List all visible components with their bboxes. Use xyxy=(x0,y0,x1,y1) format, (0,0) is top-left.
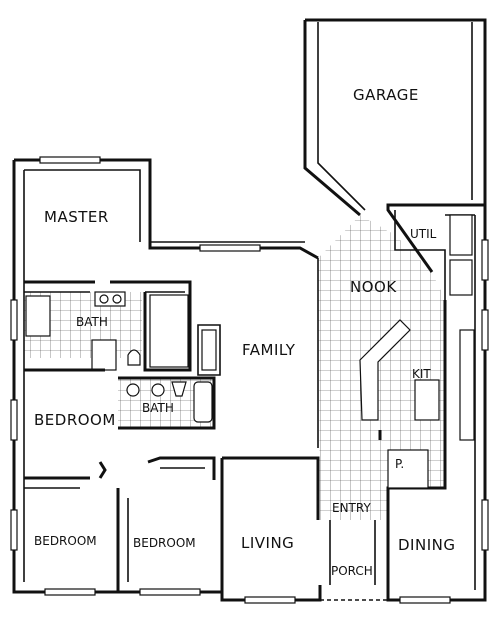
kitchen-island xyxy=(414,379,440,421)
window xyxy=(481,239,489,281)
kitchen-counter xyxy=(359,319,411,421)
room-label-dining: DINING xyxy=(398,536,455,554)
room-label-family: FAMILY xyxy=(242,341,296,359)
tub-surround xyxy=(25,295,51,337)
window xyxy=(44,588,96,596)
room-label-entry: ENTRY xyxy=(332,501,371,515)
window xyxy=(10,399,18,441)
room-label-nook: NOOK xyxy=(350,278,397,296)
window xyxy=(39,156,101,164)
kitchen-tile-floor xyxy=(318,215,445,520)
toilet-1 xyxy=(127,349,141,366)
window xyxy=(481,309,489,351)
room-label-pantry: P. xyxy=(395,457,404,471)
window xyxy=(481,499,489,551)
room-label-garage: GARAGE xyxy=(353,86,419,104)
room-label-util: UTIL xyxy=(410,227,437,241)
room-label-living: LIVING xyxy=(241,534,294,552)
room-label-porch: PORCH xyxy=(331,564,373,578)
toilet-2 xyxy=(171,381,187,397)
room-label-kit: KIT xyxy=(412,367,431,381)
room-label-bedroom2: BEDROOM xyxy=(34,534,97,548)
pantry xyxy=(387,449,429,489)
room-label-bath1: BATH xyxy=(76,315,108,329)
window xyxy=(399,596,451,604)
room-label-bedroom3: BEDROOM xyxy=(133,536,196,550)
window xyxy=(139,588,201,596)
closet-master xyxy=(149,294,189,368)
window xyxy=(244,596,296,604)
tub-2 xyxy=(193,381,213,423)
room-label-bath2: BATH xyxy=(142,401,174,415)
kitchen-counter-right xyxy=(459,329,475,441)
room-label-bedroom1: BEDROOM xyxy=(34,411,116,429)
exterior-walls xyxy=(12,158,487,602)
window xyxy=(10,299,18,341)
room-label-master: MASTER xyxy=(44,208,109,226)
window xyxy=(10,509,18,551)
window xyxy=(199,244,261,252)
